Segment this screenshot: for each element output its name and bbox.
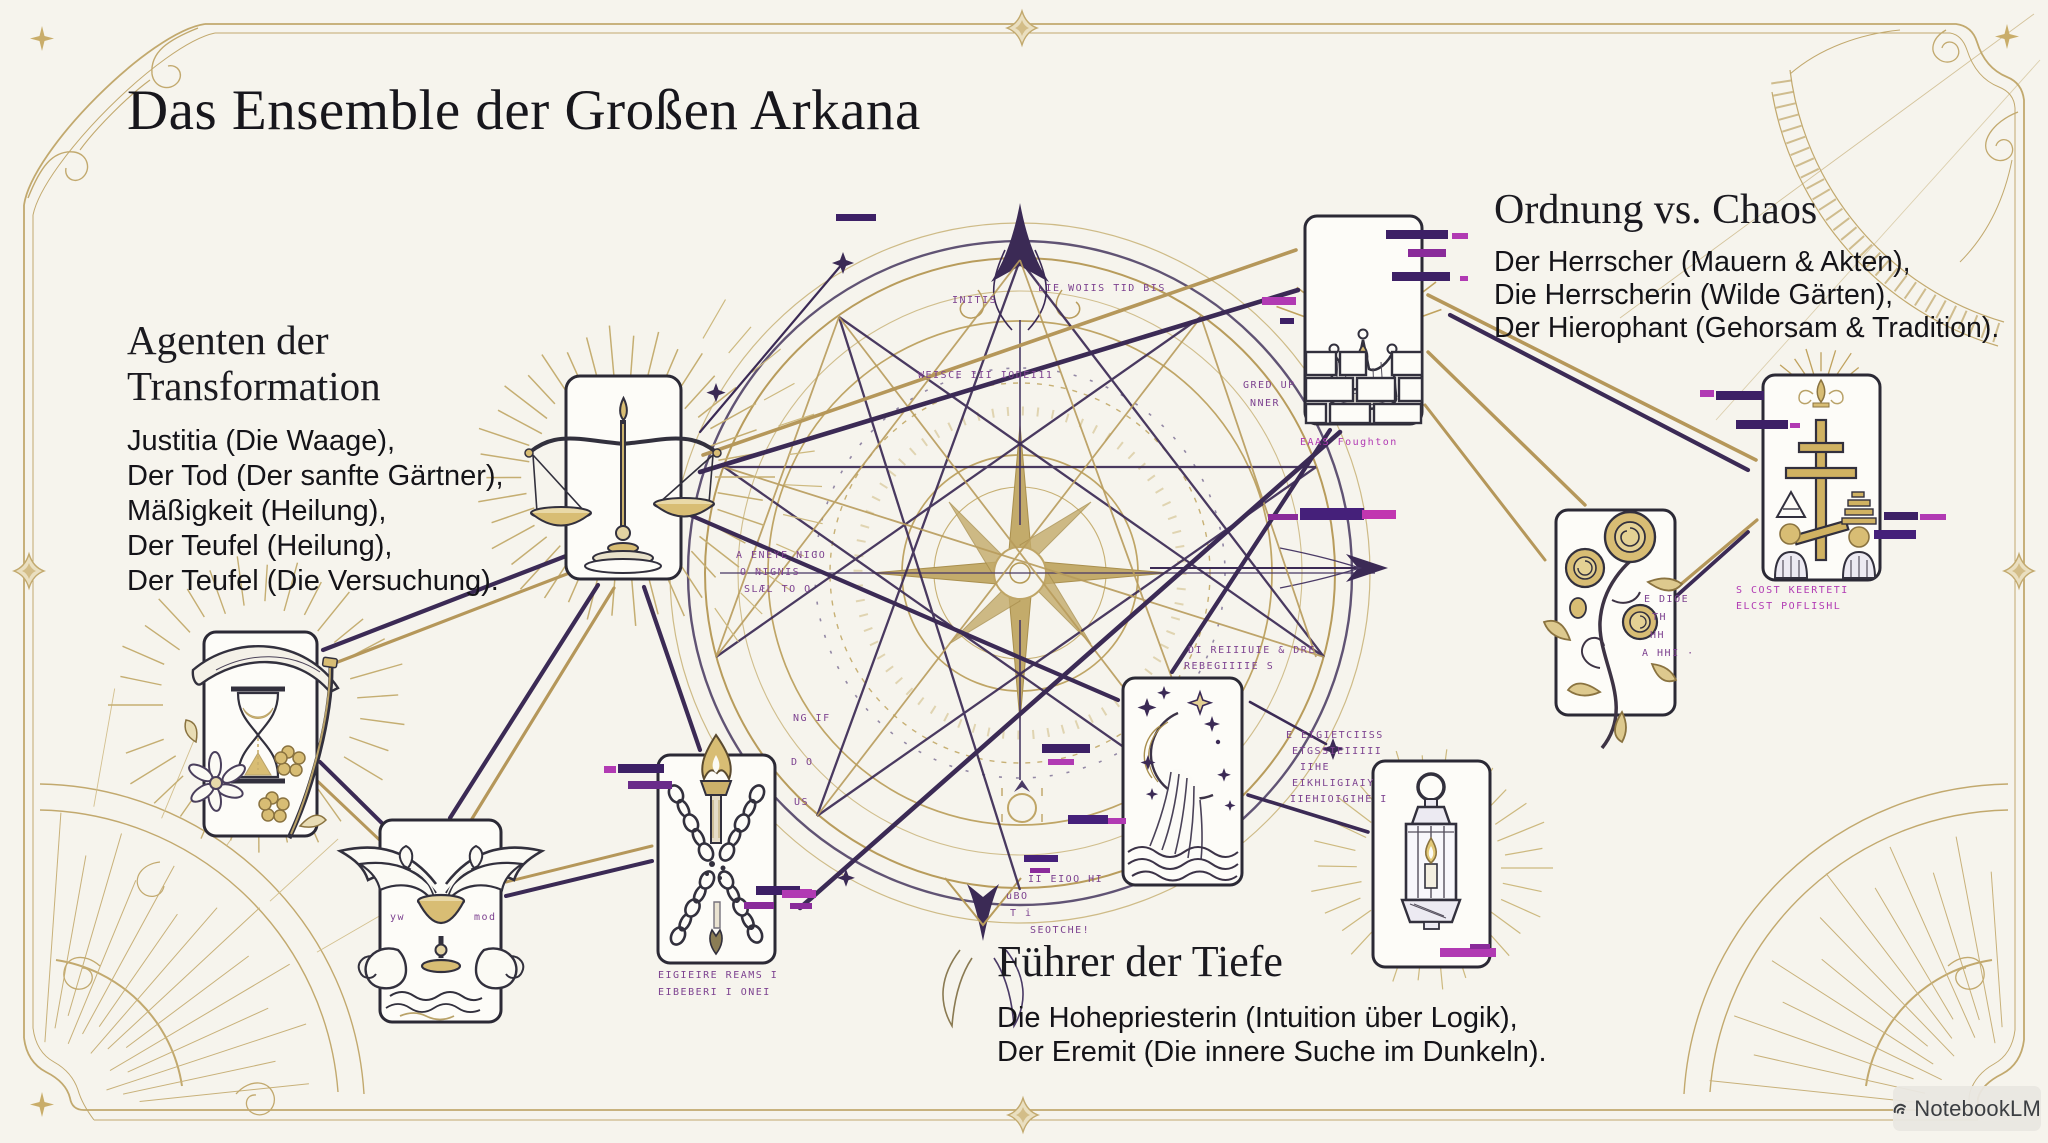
list-item: Die Herrscherin (Wilde Gärten), xyxy=(1494,279,1894,311)
glitch-text: ELCST POFLISHL xyxy=(1736,601,1842,612)
card-hermit xyxy=(1371,759,1492,969)
connection-lines xyxy=(308,248,1759,911)
group-tiefe-list: Die Hohepriesterin (Intuition über Logik… xyxy=(997,1001,1547,1069)
card-hierophant xyxy=(1761,373,1882,582)
notebooklm-icon xyxy=(1893,1103,1906,1114)
glitch-text: LIE WOIIS TID BIS xyxy=(1038,283,1166,294)
rose-leaves xyxy=(1542,577,1684,744)
glitch-text: A ENEYE NIGO xyxy=(736,550,827,561)
glitch-text: S COST KEERTETI xyxy=(1736,585,1849,596)
glitch-text: A HHI · xyxy=(1642,648,1695,659)
chain-bl xyxy=(669,870,716,946)
moon-icon xyxy=(1127,686,1239,882)
chain-tl xyxy=(667,784,715,862)
glitch-text: TH xyxy=(1652,612,1668,623)
list-item: Der Hierophant (Gehorsam & Tradition). xyxy=(1494,312,2000,344)
frame-ornament xyxy=(23,13,2041,1121)
chain-tr xyxy=(718,784,766,862)
glitch-text: T i xyxy=(1010,908,1033,919)
scales-icon xyxy=(524,395,722,574)
glitch-text: NG IF xyxy=(793,713,831,724)
glitch-artifacts xyxy=(604,214,1946,957)
death-flowers xyxy=(184,719,328,828)
corner-sparkles xyxy=(30,24,2019,1117)
list-item: Der Teufel (Heilung), xyxy=(127,529,393,562)
glitch-text: O NIGNIS xyxy=(740,567,801,578)
glitch-text: HH xyxy=(1650,630,1666,641)
card-devil xyxy=(656,733,777,965)
card-emperor xyxy=(1303,214,1424,426)
glitch-text: GRED UP xyxy=(1243,380,1296,391)
glitch-text: yw xyxy=(390,912,406,923)
card-temperance xyxy=(336,818,546,1024)
group-transformation-list: Justitia (Die Waage), Der Tod (Der sanft… xyxy=(127,424,504,599)
chains-torch-icon xyxy=(667,733,766,956)
lantern-icon xyxy=(1400,772,1462,930)
frame-diamonds xyxy=(11,8,2037,1135)
card-empress xyxy=(1542,508,1684,750)
glitch-text: EIGIEIRE REAMS I xyxy=(658,970,779,981)
list-item: Der Eremit (Die innere Suche im Dunkeln)… xyxy=(997,1036,1547,1068)
br-fan-rays xyxy=(1709,836,2003,1106)
mandala xyxy=(669,203,1388,1029)
glitch-text: E DIOE xyxy=(1644,594,1690,605)
glitch-text: EAAS Foughton xyxy=(1300,437,1398,448)
glitch-text: REBEGIIIIE S xyxy=(1184,661,1275,672)
group-ordnung-heading: Ordnung vs. Chaos xyxy=(1494,187,1818,233)
chalice-wings-icon xyxy=(336,844,546,1021)
sparkles xyxy=(706,252,1344,887)
cards-layer xyxy=(184,214,1882,1024)
cross-icon xyxy=(1773,378,1877,579)
glitch-text: EIBEBERI I ONEI xyxy=(658,987,771,998)
roses-icon xyxy=(1542,510,1684,750)
list-item: Der Teufel (Die Versuchung). xyxy=(127,564,499,597)
notebooklm-watermark: NotebookLM xyxy=(1893,1086,2041,1131)
glitch-text: ETGSSIEIIIII xyxy=(1292,746,1383,757)
list-item: Justitia (Die Waage), xyxy=(127,424,396,457)
watermark-label: NotebookLM xyxy=(1914,1095,2041,1121)
glitch-text: IIEHIOIGIHE I xyxy=(1290,794,1388,805)
page-title: Das Ensemble der Großen Arkana xyxy=(127,79,921,142)
group-tiefe-heading: Führer der Tiefe xyxy=(997,937,1283,986)
list-item: Der Tod (Der sanfte Gärtner), xyxy=(127,459,504,492)
glitch-text: WEISCE III IODEI11 xyxy=(918,370,1054,381)
bricks-icon xyxy=(1304,350,1424,425)
glitch-text: NNER xyxy=(1250,398,1281,409)
glitch-text: IIHE xyxy=(1300,762,1331,773)
group-transformation: Agenten der Transformation Justitia (Die… xyxy=(127,317,504,599)
bl-fan-rays xyxy=(44,812,309,1102)
group-transformation-heading: Agenten der Transformation xyxy=(127,317,381,409)
glitch-text: mod xyxy=(474,912,497,923)
card-death xyxy=(184,630,340,840)
glitch-text: SEOTCHE! xyxy=(1030,925,1091,936)
glitch-text: INITIS xyxy=(952,295,998,306)
rose-blooms xyxy=(1564,510,1659,641)
group-ordnung-list: Der Herrscher (Mauern & Akten), Die Herr… xyxy=(1494,246,1999,345)
glitch-text: uBO xyxy=(1006,891,1029,902)
glitch-text: D O xyxy=(791,757,814,768)
card-justitia xyxy=(524,374,722,581)
glitch-text: II EIOO HI xyxy=(1028,874,1104,885)
card-high-priestess xyxy=(1121,676,1244,887)
glitch-text: EIKHLIGIAIY xyxy=(1292,778,1375,789)
list-item: Mäßigkeit (Heilung), xyxy=(127,494,387,527)
glitch-text: DI REIIIUIE & DRE xyxy=(1188,645,1316,656)
glitch-text: US xyxy=(794,797,810,808)
list-item: Die Hohepriesterin (Intuition über Logik… xyxy=(997,1002,1518,1034)
scythe-hourglass-icon xyxy=(184,645,340,840)
list-item: Der Herrscher (Mauern & Akten), xyxy=(1494,246,1911,278)
group-tiefe: Führer der Tiefe Die Hohepriesterin (Int… xyxy=(997,936,1547,1069)
group-ordnung: Ordnung vs. Chaos Der Herrscher (Mauern … xyxy=(1494,186,1999,345)
glitch-text: E EIGIETCIISS xyxy=(1286,730,1384,741)
moon-stars xyxy=(1137,686,1236,811)
glitch-text: SLÆL TO O xyxy=(744,584,812,595)
